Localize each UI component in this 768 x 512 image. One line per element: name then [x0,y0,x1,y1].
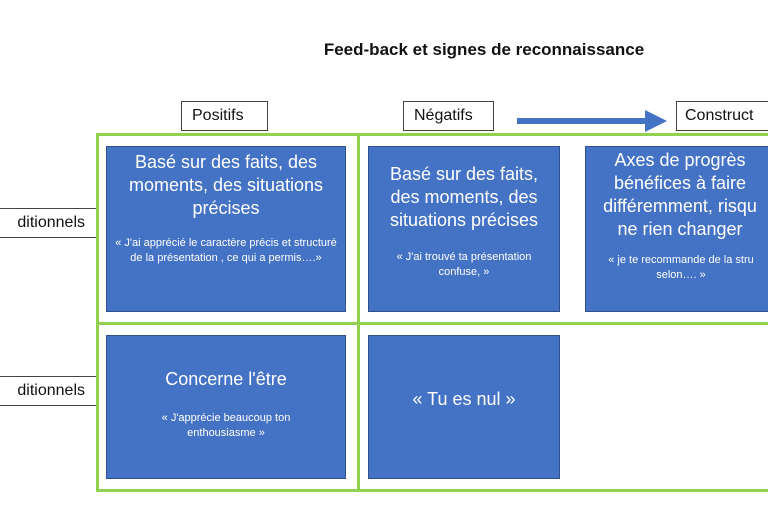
right-arrow-icon [517,110,667,132]
grid-middle-border [96,322,768,325]
card-constructive-conditional: Axes de progrès bénéfices à faire différ… [585,146,768,312]
grid-left-border [96,133,99,492]
card-main-text: « Tu es nul » [412,388,516,409]
diagram-title: Feed-back et signes de reconnaissance [323,40,645,59]
row-label-conditional: ditionnels [0,208,98,238]
card-quote-text: « je te recommande de la stru selon…. » [608,254,754,281]
card-quote-text: « J'ai trouvé ta présentation confuse, » [396,251,532,278]
column-header-negative: Négatifs [403,101,494,131]
card-quote-text: « J'apprécie beaucoup ton enthousiasme » [161,412,291,439]
card-negative-unconditional: « Tu es nul » [368,335,560,479]
card-main-text: Axes de progrès bénéfices à faire différ… [603,150,757,239]
card-positive-conditional: Basé sur des faits, des moments, des sit… [106,146,346,312]
column-header-constructive: Construct [676,101,768,131]
card-negative-conditional: Basé sur des faits, des moments, des sit… [368,146,560,312]
card-main-text: Concerne l'être [165,369,287,389]
column-header-positive: Positifs [181,101,268,131]
card-quote-text: « J'ai apprécié le caractère précis et s… [115,237,337,264]
card-main-text: Basé sur des faits, des moments, des sit… [128,152,324,218]
grid-top-border [96,133,768,136]
card-positive-unconditional: Concerne l'être « J'apprécie beaucoup to… [106,335,346,479]
grid-bottom-border [96,489,768,492]
card-main-text: Basé sur des faits, des moments, des sit… [389,164,539,230]
row-label-unconditional: ditionnels [0,376,98,406]
grid-column-divider [357,133,360,492]
